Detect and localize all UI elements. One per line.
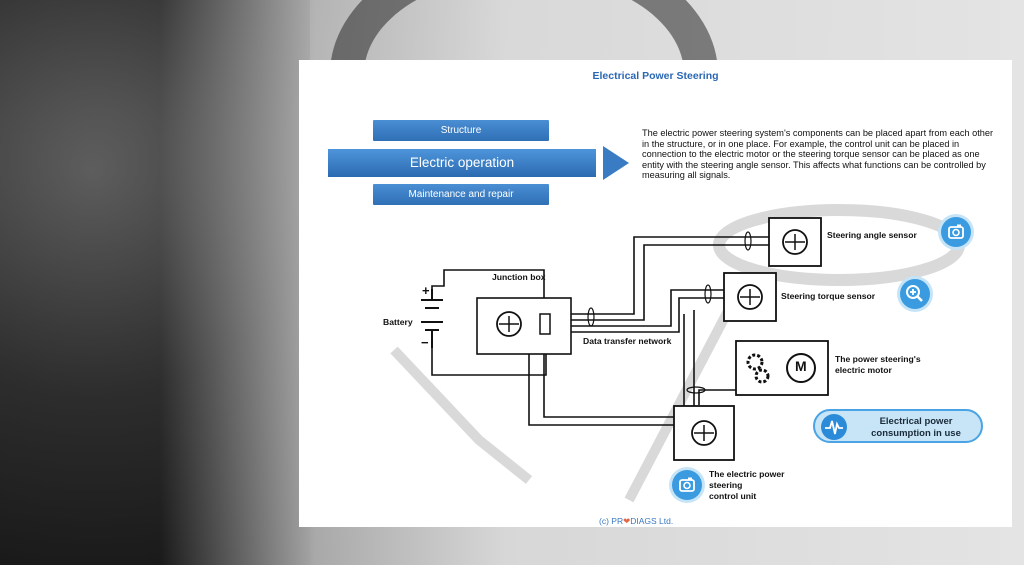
- circuit-diagram: [390, 204, 965, 503]
- power-consumption-button[interactable]: Electrical power consumption in use: [813, 409, 983, 443]
- steering-torque-sensor-label: Steering torque sensor: [781, 291, 876, 301]
- nav-electric-operation-button[interactable]: Electric operation: [328, 149, 596, 177]
- motor-label-line2: electric motor: [835, 365, 892, 375]
- content-panel: Electrical Power Steering Structure Elec…: [299, 60, 1012, 527]
- description-text: The electric power steering system's com…: [642, 128, 994, 181]
- junction-box-label: Junction box: [492, 272, 546, 282]
- copyright-ltd: Ltd.: [659, 516, 674, 526]
- power-consumption-label: Electrical power consumption in use: [853, 416, 979, 439]
- page-title: Electrical Power Steering: [592, 70, 719, 82]
- battery-plus: +: [422, 283, 430, 298]
- data-network-label: Data transfer network: [583, 336, 672, 346]
- nav-maintenance-button[interactable]: Maintenance and repair: [373, 184, 549, 205]
- control-unit-label-line2: steering: [709, 480, 743, 490]
- motor-symbol: M: [795, 358, 807, 374]
- logo-heart-icon: ❤: [623, 516, 631, 526]
- battery-label: Battery: [383, 317, 413, 327]
- copyright-brand: DIAGS: [630, 516, 657, 526]
- waveform-icon: [821, 414, 847, 440]
- copyright-prefix: (c) PR: [599, 516, 624, 526]
- control-unit-label-line1: The electric power: [709, 469, 785, 479]
- nav-structure-button[interactable]: Structure: [373, 120, 549, 141]
- zoom-in-icon[interactable]: [900, 279, 930, 309]
- steering-angle-sensor-label: Steering angle sensor: [827, 230, 917, 240]
- power-consumption-line1: Electrical power: [879, 416, 953, 427]
- copyright: (c) PR❤DIAGS Ltd.: [599, 516, 673, 527]
- camera-icon[interactable]: [672, 470, 702, 500]
- battery-minus: −: [421, 335, 429, 350]
- camera-icon[interactable]: [941, 217, 971, 247]
- power-consumption-line2: consumption in use: [871, 427, 961, 439]
- nav-arrow-icon: [603, 146, 629, 180]
- motor-label-line1: The power steering's: [835, 354, 921, 364]
- control-unit-label-line3: control unit: [709, 491, 757, 501]
